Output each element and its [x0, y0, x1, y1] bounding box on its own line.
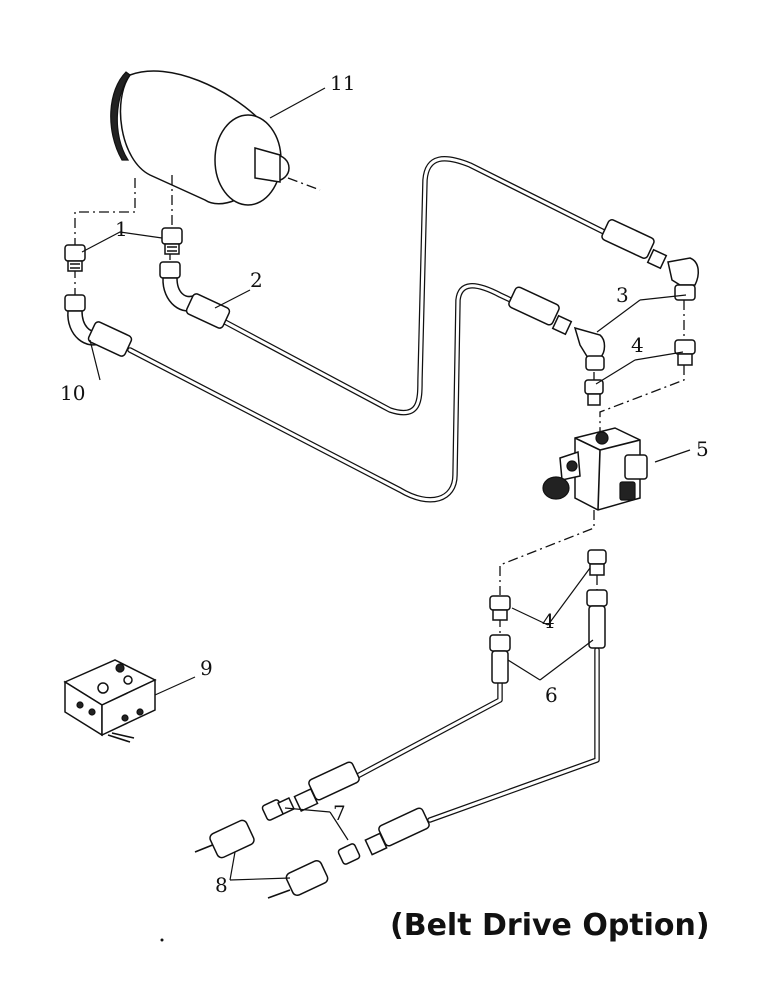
coupler-6-right: [586, 589, 608, 649]
callout-leaders: [81, 87, 691, 881]
adapter-7-lower: [337, 843, 361, 865]
callout-10: 10: [60, 381, 85, 405]
fitting-1-right: [161, 227, 183, 255]
callout-7: 7: [333, 801, 346, 825]
callout-5: 5: [696, 437, 709, 461]
elbow-3-lower: [573, 326, 606, 371]
callout-4-lower: 4: [542, 609, 555, 633]
fitting-4-upper-left: [584, 379, 604, 406]
fitting-4-lower-left: [489, 595, 511, 621]
callout-3: 3: [616, 283, 629, 307]
hose-lines: [127, 156, 613, 823]
valve-block-5: [542, 427, 648, 511]
callout-4-upper: 4: [631, 333, 644, 357]
hose-end-upper-right: [601, 219, 668, 270]
quick-coupler-8-upper: [194, 819, 255, 859]
hose-end-bottom-upper: [293, 761, 360, 813]
motor-11: [110, 70, 321, 206]
callout-2: 2: [250, 268, 263, 292]
coupler-6-left: [489, 634, 511, 684]
callout-9: 9: [200, 656, 213, 680]
stray-dot: [160, 938, 164, 942]
control-box-9: [63, 659, 157, 743]
quick-coupler-8-lower: [267, 859, 329, 899]
callout-numbers: 11 1 2 3 4 5 10 9 4 6 7 8: [60, 71, 709, 897]
callout-1: 1: [115, 217, 128, 241]
diagram-caption: (Belt Drive Option): [390, 908, 710, 943]
hose-end-bottom-lower: [364, 807, 430, 856]
fitting-4-lower-right: [587, 549, 607, 576]
fitting-4-upper-right: [674, 339, 696, 366]
callout-8: 8: [215, 873, 228, 897]
callout-11: 11: [330, 71, 355, 95]
fitting-2: [159, 261, 231, 329]
callout-6: 6: [545, 683, 558, 707]
adapter-7-upper: [261, 797, 295, 821]
elbow-3-upper: [667, 257, 700, 301]
fitting-1-left: [64, 244, 86, 272]
fitting-10: [64, 294, 133, 357]
hose-end-middle: [508, 286, 573, 336]
